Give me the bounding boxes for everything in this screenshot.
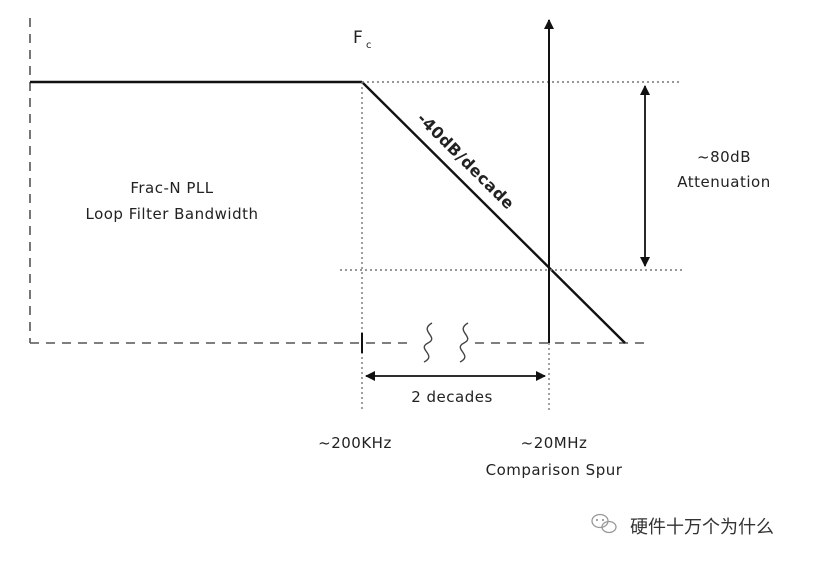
freq-left-label: ~200KHz [318,434,392,452]
axis-break-left [423,322,433,363]
freq-right-label-line2: Comparison Spur [486,461,623,479]
bandwidth-label-line2: Loop Filter Bandwidth [85,205,258,223]
watermark-text: 硬件十万个为什么 [630,517,774,538]
rolloff-line [361,81,626,344]
wechat-icon [591,513,617,534]
attenuation-value-label: ~80dB [697,148,751,166]
axis-break-right [459,322,469,363]
freq-right-label-line1: ~20MHz [521,434,588,452]
attenuation-text-label: Attenuation [677,173,770,191]
fc-label: F [353,28,363,48]
fc-subscript: c [366,40,372,51]
decades-label: 2 decades [411,388,493,406]
slope-label: -40dB/decade [413,109,518,214]
bandwidth-label-line1: Frac-N PLL [130,179,213,197]
